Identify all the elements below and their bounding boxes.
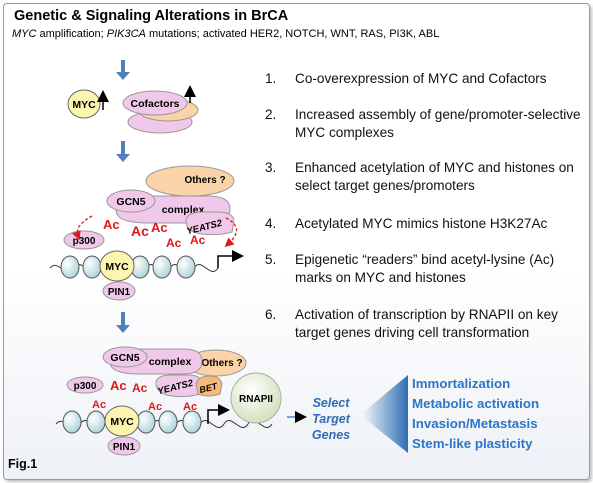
rnapii-label: RNAPII — [239, 394, 273, 405]
nucleosome — [182, 410, 202, 434]
complex-label-2: complex — [149, 356, 192, 368]
ac-marks-1: Ac Ac Ac Ac Ac — [103, 217, 206, 250]
nucleosome — [176, 255, 196, 279]
down-arrow-2 — [116, 141, 130, 162]
gcn5-bubble-1 — [106, 189, 156, 213]
ac-mark: Ac — [131, 223, 149, 239]
pin1-bubble-2 — [107, 436, 141, 456]
gcn5-label-2: GCN5 — [110, 352, 139, 364]
myc-bubble-1 — [67, 89, 101, 119]
stage-transcription: Others ? complex GCN5 YEATS2 BET p300 Ac… — [55, 346, 307, 456]
myc-label-3: MYC — [110, 416, 134, 428]
nucleosome — [152, 255, 172, 279]
select-target-genes: Select Target Genes — [300, 395, 362, 443]
step-text: Epigenetic “readers” bind acetyl-lysine … — [295, 252, 555, 285]
stage-complex-assembly: Others ? complex GCN5 YEATS2 p300 Ac Ac … — [49, 165, 244, 301]
ac-mark: Ac — [151, 220, 168, 235]
step-text: Activation of transcription by RNAPII on… — [295, 307, 558, 340]
nucleosome — [60, 255, 80, 279]
figure-subtitle: MYC amplification; PIK3CA mutations; act… — [12, 28, 439, 40]
down-arrow-3 — [116, 312, 130, 333]
others-label-2: Others ? — [201, 358, 242, 369]
pin1-label-1: PIN1 — [108, 287, 131, 298]
nucleosome — [82, 255, 102, 279]
nucleosome — [62, 410, 82, 434]
subtitle-part2: mutations; activated HER2, NOTCH, WNT, R… — [145, 28, 440, 40]
gcn5-bubble-2 — [102, 346, 148, 368]
pin1-bubble-1 — [102, 281, 136, 301]
ac-marks-2: Ac Ac Ac Ac Ac — [92, 378, 197, 413]
step-text: Acetylated MYC mimics histone H3K27Ac — [295, 216, 548, 231]
ac-mark: Ac — [190, 233, 206, 247]
figure-label: Fig.1 — [8, 457, 38, 471]
pin1-label-2: PIN1 — [113, 442, 136, 453]
nucleosome — [86, 410, 106, 434]
subtitle-pik3ca: PIK3CA — [106, 28, 146, 40]
ac-mark: Ac — [166, 236, 182, 250]
others-label-1: Others ? — [184, 175, 225, 186]
p300-label-2: p300 — [74, 381, 97, 392]
myc-bubble-3 — [104, 405, 140, 437]
step-number: 6. — [265, 307, 277, 322]
step-number: 1. — [265, 71, 277, 86]
outcome-item: Invasion/Metastasis — [412, 416, 538, 431]
gcn5-label-1: GCN5 — [116, 196, 145, 208]
step-text: Co-overexpression of MYC and Cofactors — [295, 71, 547, 86]
target-line: Target — [312, 412, 350, 426]
bet-bubble — [195, 375, 223, 397]
subtitle-part1: amplification; — [36, 28, 107, 40]
nucleosome — [136, 410, 156, 434]
bet-label: BET — [198, 381, 219, 395]
outcome-item: Immortalization — [412, 376, 511, 391]
down-arrow-1 — [116, 60, 130, 80]
outcome-item: Stem-like plasticity — [412, 436, 533, 451]
acetylation-arrow-right — [224, 217, 238, 248]
ac-mark: Ac — [92, 399, 106, 411]
nucleosomes-2 — [62, 410, 202, 434]
outcome-fan — [360, 375, 408, 453]
stage-overexpression: MYC Cofactors — [67, 85, 199, 134]
ac-mark: Ac — [148, 401, 162, 413]
rnapii-bubble — [230, 372, 282, 424]
p300-label-1: p300 — [73, 236, 96, 247]
step-number: 2. — [265, 107, 277, 122]
ac-mark: Ac — [183, 401, 197, 413]
step-number: 3. — [265, 160, 277, 175]
ac-mark: Ac — [103, 217, 120, 232]
yeats2-bubble-1 — [185, 211, 235, 236]
cofactor-disc-front — [122, 90, 188, 116]
nucleosome — [158, 410, 178, 434]
acetylation-arrow-left — [72, 215, 93, 241]
tss-arrow-1 — [217, 250, 244, 268]
ac-mark: Ac — [132, 381, 148, 395]
step-number: 4. — [265, 216, 277, 231]
subtitle-myc: MYC — [12, 28, 37, 40]
select-line: Select — [312, 396, 350, 410]
figure-title: Genetic & Signaling Alterations in BrCA — [14, 8, 289, 24]
step-text: Enhanced acetylation of MYC and histones… — [295, 160, 574, 193]
genes-line: Genes — [311, 428, 351, 442]
ac-mark: Ac — [110, 378, 127, 393]
cofactors-label: Cofactors — [130, 98, 179, 110]
flow-arrows — [116, 60, 130, 333]
myc-label-2: MYC — [105, 261, 129, 273]
step-number: 5. — [265, 252, 277, 267]
p300-bubble-2 — [66, 376, 104, 394]
myc-bubble-2 — [99, 250, 135, 282]
tss-arrow-2 — [207, 404, 230, 424]
myc-label-1: MYC — [72, 99, 96, 111]
nucleosomes-1 — [60, 255, 196, 279]
outcome-item: Metabolic activation — [412, 396, 540, 411]
step-text: Increased assembly of gene/promoter-sele… — [295, 107, 581, 140]
